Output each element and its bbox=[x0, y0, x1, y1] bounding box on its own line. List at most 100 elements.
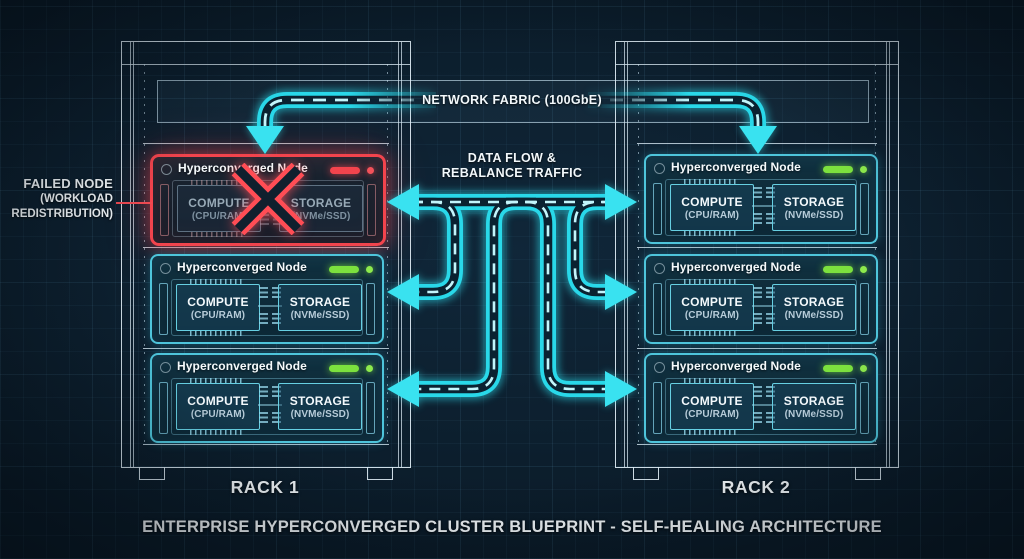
storage-box: STORAGE (NVMe/SSD) bbox=[278, 284, 362, 331]
status-led-bar bbox=[823, 266, 853, 273]
drive-slot bbox=[860, 283, 869, 335]
rack-top-line bbox=[616, 64, 898, 65]
storage-label: STORAGE bbox=[783, 294, 845, 309]
rack-shelf-line bbox=[143, 143, 389, 144]
storage-box: STORAGE (NVMe/SSD) bbox=[772, 383, 856, 430]
compute-sublabel: (CPU/RAM) bbox=[190, 408, 246, 420]
node-inner-panel bbox=[171, 378, 363, 435]
drive-slot bbox=[860, 183, 869, 235]
rack-shelf-line bbox=[143, 348, 389, 349]
rack-rail bbox=[401, 42, 402, 467]
bus-pins bbox=[766, 213, 775, 226]
rack-foot bbox=[139, 467, 165, 480]
drive-slot bbox=[653, 382, 662, 434]
storage-sublabel: (NVMe/SSD) bbox=[291, 210, 351, 222]
storage-sublabel: (NVMe/SSD) bbox=[290, 309, 350, 321]
rack-shelf-line bbox=[637, 143, 877, 144]
node-inner-panel bbox=[665, 378, 857, 435]
rack-shelf-line bbox=[143, 444, 389, 445]
node-inner-panel bbox=[665, 279, 857, 336]
bus-pins bbox=[272, 412, 281, 425]
bus-pins bbox=[766, 313, 775, 326]
screw-icon bbox=[161, 164, 172, 175]
status-led-dot bbox=[860, 266, 867, 273]
bus-pins bbox=[766, 386, 775, 399]
compute-label: COMPUTE bbox=[681, 194, 743, 209]
rack-rail bbox=[398, 42, 399, 467]
hyperconverged-node-failed: Hyperconverged Node COMPUTE (CPU/RAM) ST… bbox=[150, 154, 386, 246]
drive-slot bbox=[860, 382, 869, 434]
bus-pins bbox=[753, 187, 762, 200]
bus-pins bbox=[766, 187, 775, 200]
screw-icon bbox=[160, 263, 171, 274]
callout-line3: REDISTRIBUTION) bbox=[11, 208, 113, 220]
status-led-bar bbox=[330, 167, 360, 174]
screw-icon bbox=[654, 163, 665, 174]
hyperconverged-node: Hyperconverged Node COMPUTE (CPU/RAM) ST… bbox=[644, 154, 878, 244]
storage-box: STORAGE (NVMe/SSD) bbox=[772, 284, 856, 331]
pin-comb bbox=[190, 378, 244, 383]
callout-line1: FAILED NODE bbox=[23, 176, 113, 191]
compute-label: COMPUTE bbox=[187, 393, 249, 408]
compute-sublabel: (CPU/RAM) bbox=[190, 309, 246, 321]
storage-label: STORAGE bbox=[289, 393, 351, 408]
mounting-holes-rail bbox=[387, 64, 388, 445]
mounting-holes-rail bbox=[144, 64, 145, 445]
drive-slot bbox=[159, 382, 168, 434]
pin-comb bbox=[684, 231, 738, 236]
node-inner-panel bbox=[171, 279, 363, 336]
hyperconverged-node: Hyperconverged Node COMPUTE (CPU/RAM) ST… bbox=[644, 254, 878, 344]
drive-slot bbox=[367, 184, 376, 236]
data-flow-label: DATA FLOW & REBALANCE TRAFFIC bbox=[412, 151, 612, 181]
hyperconverged-node: Hyperconverged Node COMPUTE (CPU/RAM) ST… bbox=[150, 353, 384, 443]
node-title: Hyperconverged Node bbox=[671, 260, 801, 274]
bus-link bbox=[752, 205, 776, 207]
compute-sublabel: (CPU/RAM) bbox=[684, 309, 740, 321]
drive-slot bbox=[653, 183, 662, 235]
storage-sublabel: (NVMe/SSD) bbox=[784, 209, 844, 221]
compute-sublabel: (CPU/RAM) bbox=[191, 210, 247, 222]
rack-foot bbox=[367, 467, 393, 480]
drive-slot bbox=[160, 184, 169, 236]
data-flow-line2: REBALANCE TRAFFIC bbox=[441, 166, 583, 180]
node-inner-panel bbox=[172, 180, 364, 237]
status-led-dot bbox=[366, 266, 373, 273]
status-led-bar bbox=[329, 266, 359, 273]
bus-pins bbox=[272, 386, 281, 399]
bus-pins bbox=[259, 313, 268, 326]
status-led-dot bbox=[860, 166, 867, 173]
drive-slot bbox=[653, 283, 662, 335]
storage-sublabel: (NVMe/SSD) bbox=[290, 408, 350, 420]
status-led-bar bbox=[823, 365, 853, 372]
pin-comb bbox=[191, 180, 245, 185]
status-led-dot bbox=[367, 167, 374, 174]
bus-pins bbox=[259, 386, 268, 399]
rack-shelf-line bbox=[637, 348, 877, 349]
compute-box: COMPUTE (CPU/RAM) bbox=[176, 383, 260, 430]
node-title: Hyperconverged Node bbox=[177, 260, 307, 274]
storage-box: STORAGE (NVMe/SSD) bbox=[772, 184, 856, 231]
rack-shelf-line bbox=[143, 247, 389, 248]
rack-rail bbox=[627, 42, 628, 467]
drive-slot bbox=[366, 283, 375, 335]
rack-foot bbox=[855, 467, 881, 480]
drive-slot bbox=[159, 283, 168, 335]
bus-link bbox=[752, 305, 776, 307]
storage-sublabel: (NVMe/SSD) bbox=[784, 309, 844, 321]
compute-label: COMPUTE bbox=[187, 294, 249, 309]
rack-rail bbox=[889, 42, 890, 467]
callout-line2: (WORKLOAD bbox=[40, 193, 113, 205]
bus-link bbox=[752, 404, 776, 406]
bus-pins bbox=[272, 313, 281, 326]
node-inner-panel bbox=[665, 179, 857, 236]
pin-comb bbox=[684, 179, 738, 184]
rack-rail bbox=[130, 42, 131, 467]
mounting-holes-rail bbox=[875, 64, 876, 445]
rack-foot bbox=[633, 467, 659, 480]
status-led-dot bbox=[860, 365, 867, 372]
rack-2-label: RACK 2 bbox=[721, 477, 791, 497]
rack-rail bbox=[133, 42, 134, 467]
bus-pins bbox=[260, 214, 269, 227]
bus-pins bbox=[753, 412, 762, 425]
compute-box: COMPUTE (CPU/RAM) bbox=[176, 284, 260, 331]
